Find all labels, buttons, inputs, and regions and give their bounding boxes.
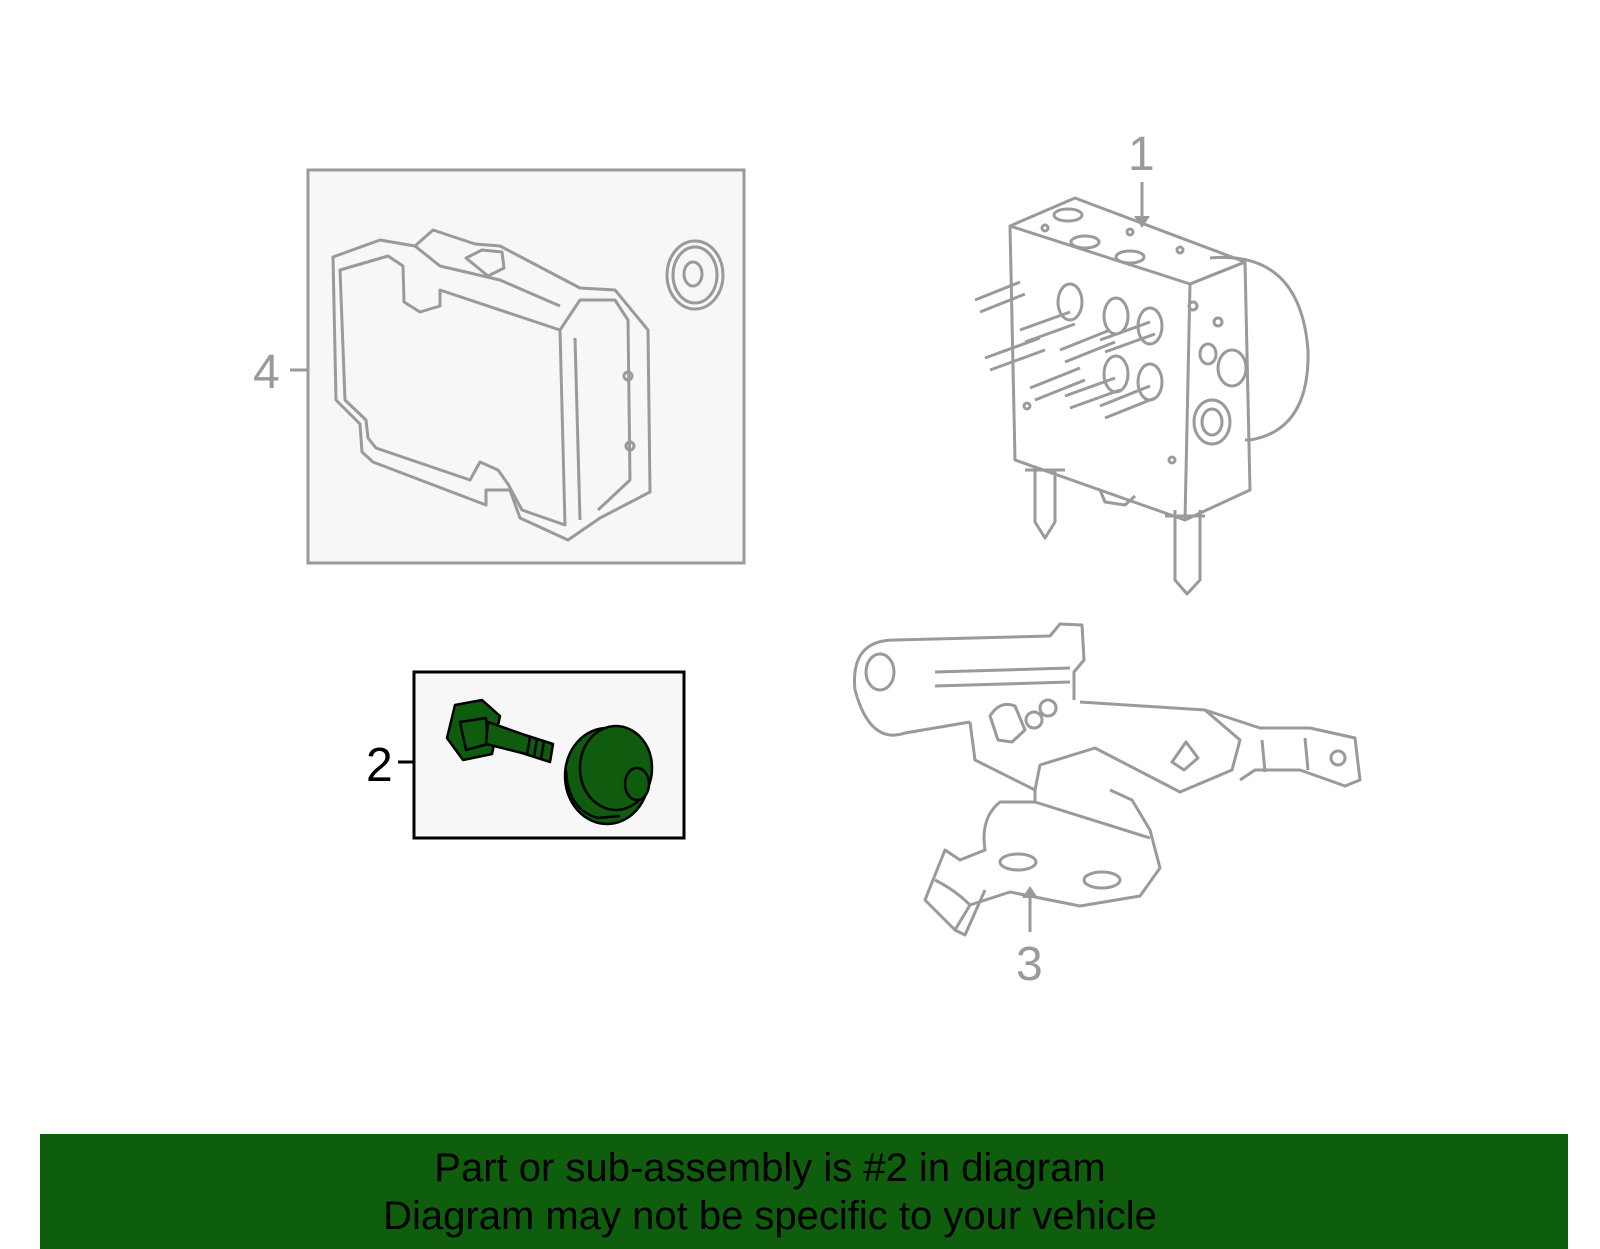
abs-modulator-valve-icon	[974, 196, 1310, 596]
banner-line-disclaimer: Diagram may not be specific to your vehi…	[383, 1194, 1157, 1238]
part-4-box[interactable]	[306, 168, 746, 565]
banner-line-part-info: Part or sub-assembly is #2 in diagram	[434, 1146, 1106, 1190]
info-banner: Part or sub-assembly is #2 in diagram Di…	[40, 1134, 1568, 1249]
part-1-group: 1	[974, 128, 1310, 596]
electronic-control-unit-icon	[331, 228, 652, 542]
bolt-and-insulator-icon	[445, 698, 654, 826]
callout-4: 4	[253, 346, 280, 399]
callout-1: 1	[1128, 128, 1155, 181]
grommet-icon	[665, 239, 725, 311]
mounting-bracket-icon	[853, 622, 1362, 937]
callout-2: 2	[366, 739, 393, 792]
callout-3: 3	[1016, 938, 1043, 991]
part-2-group: 2	[366, 670, 686, 840]
part-3-group: 3	[853, 622, 1362, 991]
callout-1-arrow	[1134, 216, 1150, 228]
callout-3-arrow	[1022, 886, 1038, 898]
part-4-group: 4	[253, 168, 746, 565]
